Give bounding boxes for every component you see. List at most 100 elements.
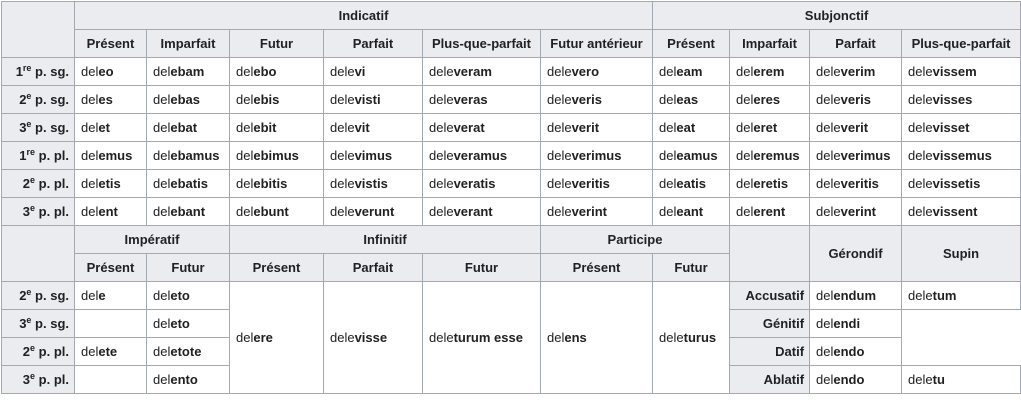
- verb-form: deleo: [74, 57, 147, 86]
- ending: etote: [170, 343, 202, 359]
- ending: tu: [932, 371, 945, 387]
- ending: veritis: [571, 175, 610, 191]
- ending: eretis: [753, 175, 789, 191]
- verb-form: deleremus: [729, 141, 811, 170]
- verb-form: delebo: [229, 57, 324, 86]
- imperatif-futur-header: Futur: [146, 253, 230, 282]
- person-label: 1re p. sg.: [1, 57, 75, 86]
- ending: veras: [453, 91, 488, 107]
- ending: veramus: [453, 147, 508, 163]
- person-label: 1re p. pl.: [1, 141, 75, 170]
- ending: ebant: [170, 203, 206, 219]
- ending: eamus: [676, 147, 718, 163]
- ending: emus: [98, 147, 133, 163]
- imperatif-futur-form: deleto: [146, 309, 230, 338]
- verb-form: deleveramus: [422, 141, 541, 170]
- participe-futur-form: deleturus: [652, 281, 731, 394]
- participe-header: Participe: [539, 225, 731, 254]
- gerondif-form: delendi: [809, 309, 903, 338]
- ending: visses: [932, 91, 973, 107]
- verb-form: delevi: [323, 57, 423, 86]
- infinitif-header: Infinitif: [229, 225, 541, 254]
- verb-form: delebitis: [229, 169, 324, 198]
- person-label: 3e p. pl.: [1, 365, 75, 394]
- ending: ere: [253, 329, 273, 345]
- verb-form: delebit: [229, 113, 324, 142]
- supin-form: deletum: [901, 281, 1021, 310]
- person-ordinal: e: [30, 342, 36, 353]
- ending: ebamus: [170, 147, 220, 163]
- ending: verunt: [354, 203, 395, 219]
- ending: eto: [170, 287, 190, 303]
- imperatif-futur-form: deletote: [146, 337, 230, 366]
- ending: eam: [676, 63, 703, 79]
- verb-form: delevissetis: [901, 169, 1021, 198]
- ending: eremus: [753, 147, 800, 163]
- ending: ebat: [170, 119, 198, 135]
- verb-form: delet: [74, 113, 147, 142]
- verb-form: deleveratis: [422, 169, 541, 198]
- person-ordinal: e: [30, 174, 36, 185]
- ending: vissetis: [932, 175, 981, 191]
- ending: verimus: [571, 147, 622, 163]
- ending: eret: [753, 119, 778, 135]
- verb-form: deleres: [729, 85, 811, 114]
- ending: veram: [453, 63, 492, 79]
- ending: turum esse: [453, 329, 523, 345]
- verb-form: deleret: [729, 113, 811, 142]
- verb-form: deleat: [652, 113, 731, 142]
- ending: vero: [571, 63, 600, 79]
- ending: eres: [753, 91, 781, 107]
- verb-form: deleveram: [422, 57, 541, 86]
- ending: eto: [170, 315, 190, 331]
- subjonctif-tense-header: Parfait: [809, 29, 903, 58]
- verb-form: delevisti: [323, 85, 423, 114]
- verb-form: deleverim: [809, 57, 903, 86]
- ending: et: [98, 119, 110, 135]
- case-label: Ablatif: [729, 365, 811, 394]
- verb-form: delevissent: [901, 197, 1021, 226]
- ending: e: [98, 287, 106, 303]
- ending: eat: [676, 119, 696, 135]
- ending: ent: [98, 203, 118, 219]
- ending: ete: [98, 343, 118, 359]
- ending: vissem: [932, 63, 977, 79]
- participe-present-header: Présent: [539, 253, 654, 282]
- indicatif-tense-header: Parfait: [323, 29, 423, 58]
- ending: ebatis: [170, 175, 208, 191]
- infinitif-parfait-header: Parfait: [323, 253, 423, 282]
- infinitif-futur-form: deleturum esse: [422, 281, 541, 394]
- subjonctif-tense-header: Présent: [652, 29, 731, 58]
- ending: verim: [840, 63, 876, 79]
- verb-form: delerent: [729, 197, 811, 226]
- ending: verat: [453, 119, 485, 135]
- verb-form: deleveris: [809, 85, 903, 114]
- verb-form: delent: [74, 197, 147, 226]
- person-ordinal: e: [26, 90, 32, 101]
- infinitif-parfait-form: delevisse: [323, 281, 423, 394]
- ending: ebitis: [253, 175, 288, 191]
- indicatif-tense-header: Présent: [74, 29, 147, 58]
- indicatif-tense-header: Imparfait: [146, 29, 230, 58]
- person-ordinal: e: [26, 286, 32, 297]
- gerondif-form: delendo: [809, 337, 903, 366]
- verb-form: deleveris: [539, 85, 654, 114]
- gerondif-form: delendum: [809, 281, 903, 310]
- subjonctif-header: Subjonctif: [652, 1, 1021, 30]
- verb-form: delebatis: [146, 169, 230, 198]
- verb-form: deleverint: [809, 197, 903, 226]
- verb-form: deleverit: [539, 113, 654, 142]
- ending: eant: [676, 203, 704, 219]
- case-label: Accusatif: [729, 281, 811, 310]
- imperatif-present-form: delete: [74, 337, 147, 366]
- ending: verit: [571, 119, 600, 135]
- supin-empty: [901, 309, 1021, 366]
